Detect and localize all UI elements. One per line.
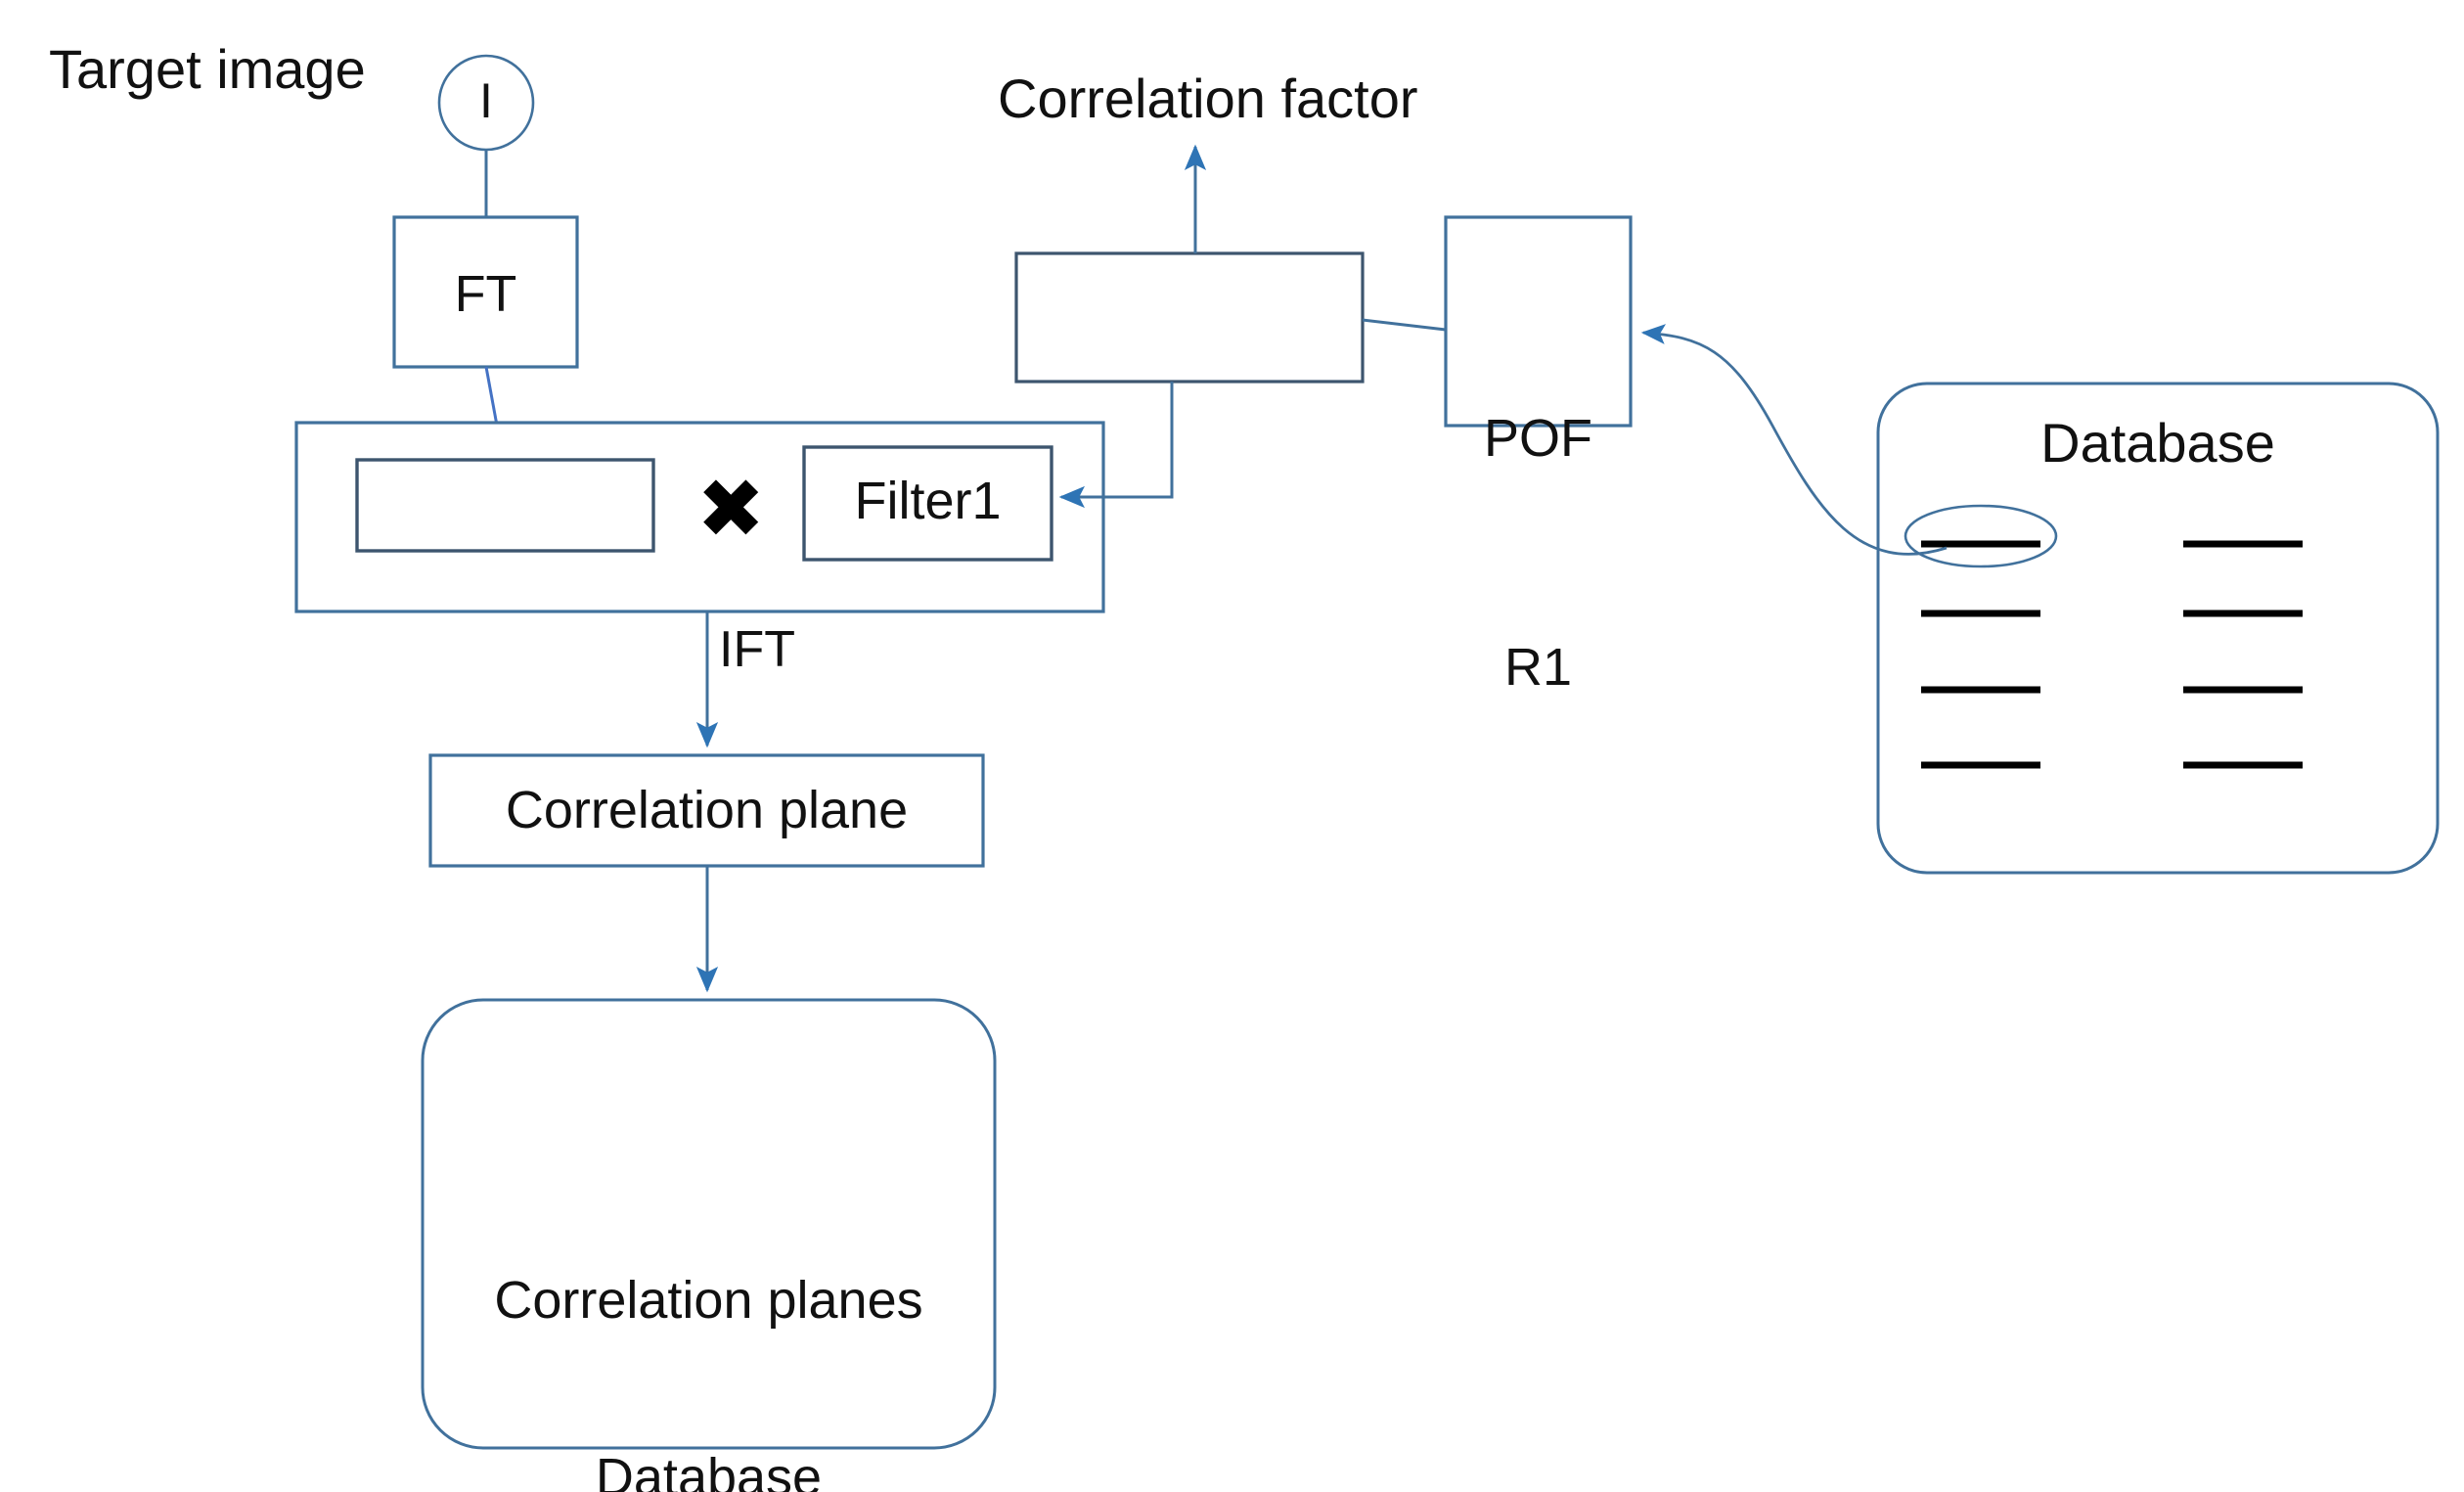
spectrum-box (355, 458, 655, 553)
ft-box-label: FT (454, 266, 517, 323)
correlation-plane-box (428, 753, 985, 868)
database-label: Database (2040, 412, 2275, 474)
pof-label-line1: POF (1483, 408, 1592, 468)
filter1-label: Filter1 (854, 472, 1002, 530)
ft-box (392, 215, 579, 369)
pof-r1-label: POF R1 (1446, 247, 1631, 859)
correlation-planes-database-line1: Correlation planes (494, 1270, 923, 1330)
multiply-icon: ✖ (696, 461, 766, 557)
edge-correlation-output-to-filter1 (1058, 382, 1174, 509)
pof-r1-box (1444, 215, 1633, 428)
highlighted-record-ellipse (1904, 504, 2058, 568)
correlation-factor-label: Correlation factor (998, 68, 1418, 129)
database-box (1876, 382, 2440, 875)
pof-label-line2: R1 (1503, 638, 1573, 698)
edge-database-to-pof (1640, 324, 1948, 556)
correlation-output-box (1014, 251, 1365, 384)
correlation-planes-database-line2: Database (595, 1448, 823, 1492)
ift-label: IFT (719, 621, 795, 678)
edge-correlation-output-to-pof (1362, 318, 1447, 332)
target-image-label: Target image (49, 38, 366, 100)
filter1-box (802, 445, 1053, 562)
input-node-label: I (479, 73, 493, 128)
correlation-planes-database-box (421, 998, 997, 1450)
correlation-planes-database-label: Correlation planes Database (423, 1153, 995, 1492)
correlation-plane-label: Correlation plane (505, 781, 909, 839)
